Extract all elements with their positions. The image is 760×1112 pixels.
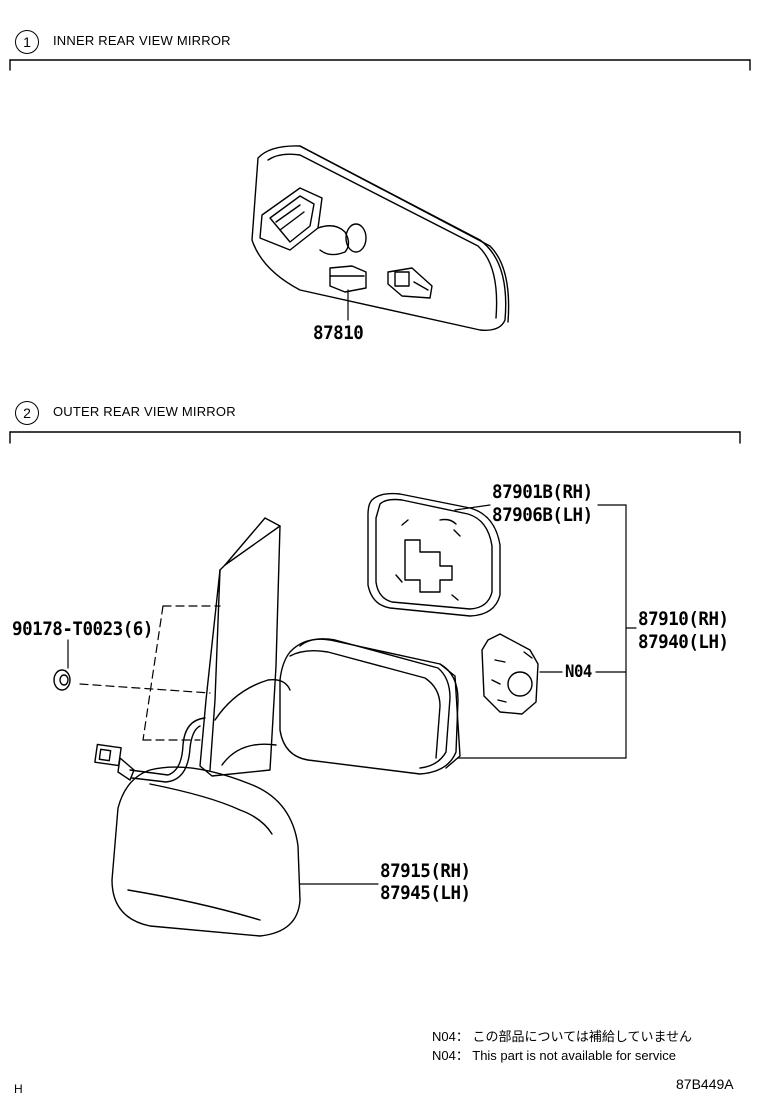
leader-lines [67, 289, 637, 885]
illustration-id: 87B449A [676, 1076, 734, 1092]
part-number-mirror-glass-lh[interactable]: 87906B(LH) [492, 504, 593, 526]
note-text: This part is not available for service [472, 1048, 677, 1063]
note-japanese: N04： この部品については補給していません [432, 1026, 692, 1045]
section-1-number: 1 [15, 30, 39, 54]
inner-mirror-drawing [251, 145, 510, 331]
mirror-glass-drawing [367, 492, 501, 617]
part-number-cover-lh[interactable]: 87945(LH) [380, 882, 471, 904]
note-text: この部品については補給していません [472, 1029, 693, 1044]
section-1-title: INNER REAR VIEW MIRROR [53, 33, 231, 48]
outer-mirror-drawing [94, 517, 461, 783]
section-2-bracket [9, 431, 741, 444]
screw-drawing [53, 669, 71, 691]
part-number-screw[interactable]: 90178-T0023(6) [12, 618, 153, 640]
note-code: N04： [432, 1048, 469, 1063]
section-2-number: 2 [15, 401, 39, 425]
mirror-motor-drawing [481, 633, 539, 715]
note-english: N04： This part is not available for serv… [432, 1045, 676, 1064]
section-1-bracket [9, 59, 751, 71]
note-code: N04： [432, 1029, 469, 1044]
mirror-cover-drawing [111, 766, 301, 937]
part-number-mirror-assy-lh[interactable]: 87940(LH) [638, 631, 729, 653]
part-ref-motor[interactable]: N04 [565, 662, 592, 682]
part-number-inner-mirror[interactable]: 87810 [313, 322, 364, 344]
part-number-mirror-assy-rh[interactable]: 87910(RH) [638, 608, 729, 630]
part-number-cover-rh[interactable]: 87915(RH) [380, 860, 471, 882]
footer-left-code: H [14, 1082, 23, 1096]
section-2-title: OUTER REAR VIEW MIRROR [53, 404, 236, 419]
dashed-lines [79, 605, 221, 741]
part-number-mirror-glass-rh[interactable]: 87901B(RH) [492, 481, 593, 503]
